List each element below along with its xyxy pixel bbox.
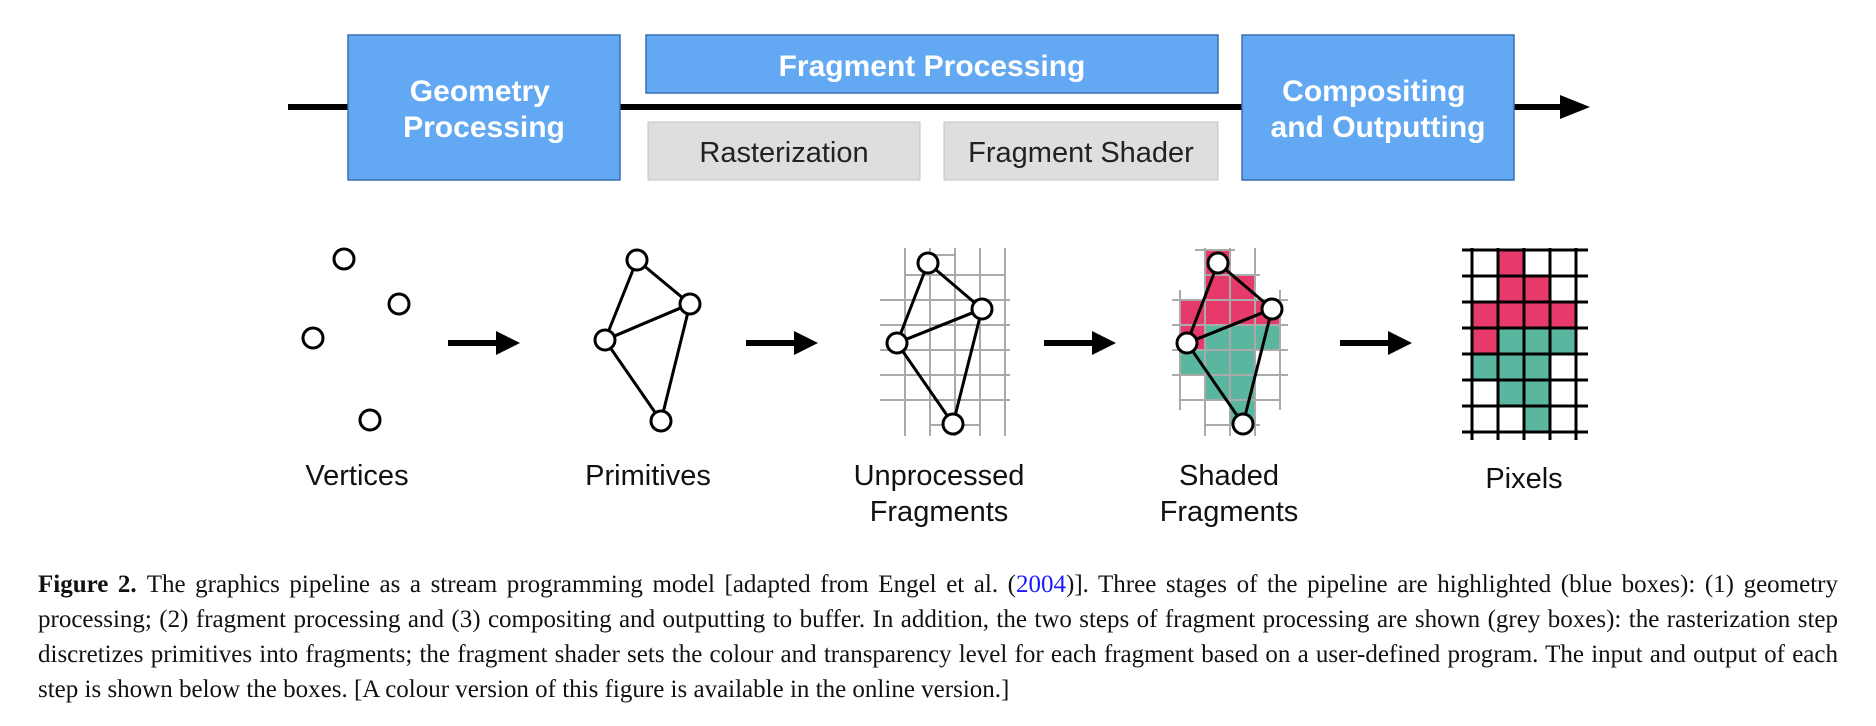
stage-geometry-label-line2: Processing xyxy=(403,111,565,144)
figure-caption: Figure 2. The graphics pipeline as a stre… xyxy=(38,567,1838,707)
svg-text:Compositing and Outputti: Compositing and Outputting xyxy=(1271,75,1486,144)
stage-compositing-label-line1: Compositing xyxy=(1282,75,1465,108)
step-arrowhead xyxy=(496,331,520,355)
vertex-node xyxy=(387,292,411,316)
stage-fragment-label: Fragment Processing xyxy=(779,50,1086,83)
substep-fragment-shader-label: Fragment Shader xyxy=(968,137,1194,169)
stage-compositing-label-line2: and Outputting xyxy=(1271,111,1486,144)
vertices-graphic xyxy=(301,247,411,432)
vertex-node xyxy=(885,331,909,355)
stage-geometry-label-line1: Geometry xyxy=(410,75,550,108)
vertex-node xyxy=(916,251,940,275)
vertex-node xyxy=(941,412,965,436)
vertex-node xyxy=(301,326,325,350)
citation-link[interactable]: 2004 xyxy=(1016,571,1067,598)
pixels-graphic xyxy=(1462,248,1588,440)
primitives-graphic xyxy=(593,248,702,433)
step-arrowhead xyxy=(1388,331,1412,355)
step-arrowhead xyxy=(794,331,818,355)
vertex-node xyxy=(332,247,356,271)
unprocessed-fragments-graphic xyxy=(880,248,1010,436)
stage-fragment-processing: Fragment Processing xyxy=(645,34,1219,94)
pipeline-arrowhead xyxy=(1560,95,1590,119)
substep-rasterization-label: Rasterization xyxy=(699,137,868,169)
stage-compositing-outputting: Compositing and Outputting xyxy=(1241,34,1515,181)
vertex-node xyxy=(1175,331,1199,355)
substep-fragment-shader: Fragment Shader xyxy=(943,121,1219,181)
step-label-shaded-line1: Shaded xyxy=(1179,460,1279,492)
pipeline-diagram: Geometry Processing Fragment Processing … xyxy=(288,34,1590,528)
figure-label: Figure 2. xyxy=(38,571,137,598)
caption-text-end: )]. Three stages of the pipeline are hig… xyxy=(38,571,1838,703)
vertex-node xyxy=(1231,412,1255,436)
vertex-node xyxy=(1260,297,1284,321)
vertex-node xyxy=(970,297,994,321)
vertex-node xyxy=(625,248,649,272)
step-label-pixels: Pixels xyxy=(1485,463,1562,495)
vertex-node xyxy=(1206,251,1230,275)
step-label-unprocessed-line1: Unprocessed xyxy=(854,460,1025,492)
caption-text-start: The graphics pipeline as a stream progra… xyxy=(146,571,1017,598)
substep-rasterization: Rasterization xyxy=(647,121,921,181)
svg-text:Geometry Processing: Geometry Processing xyxy=(403,75,565,144)
vertex-node xyxy=(358,408,382,432)
vertex-node xyxy=(649,409,673,433)
vertex-node xyxy=(593,328,617,352)
step-label-unprocessed-line2: Fragments xyxy=(870,496,1009,528)
step-label-vertices: Vertices xyxy=(305,460,408,492)
vertex-node xyxy=(678,292,702,316)
step-label-primitives: Primitives xyxy=(585,460,711,492)
step-arrowhead xyxy=(1092,331,1116,355)
step-label-shaded-line2: Fragments xyxy=(1160,496,1299,528)
shaded-fragments-graphic xyxy=(1172,248,1288,436)
stage-geometry-processing: Geometry Processing xyxy=(347,34,621,181)
